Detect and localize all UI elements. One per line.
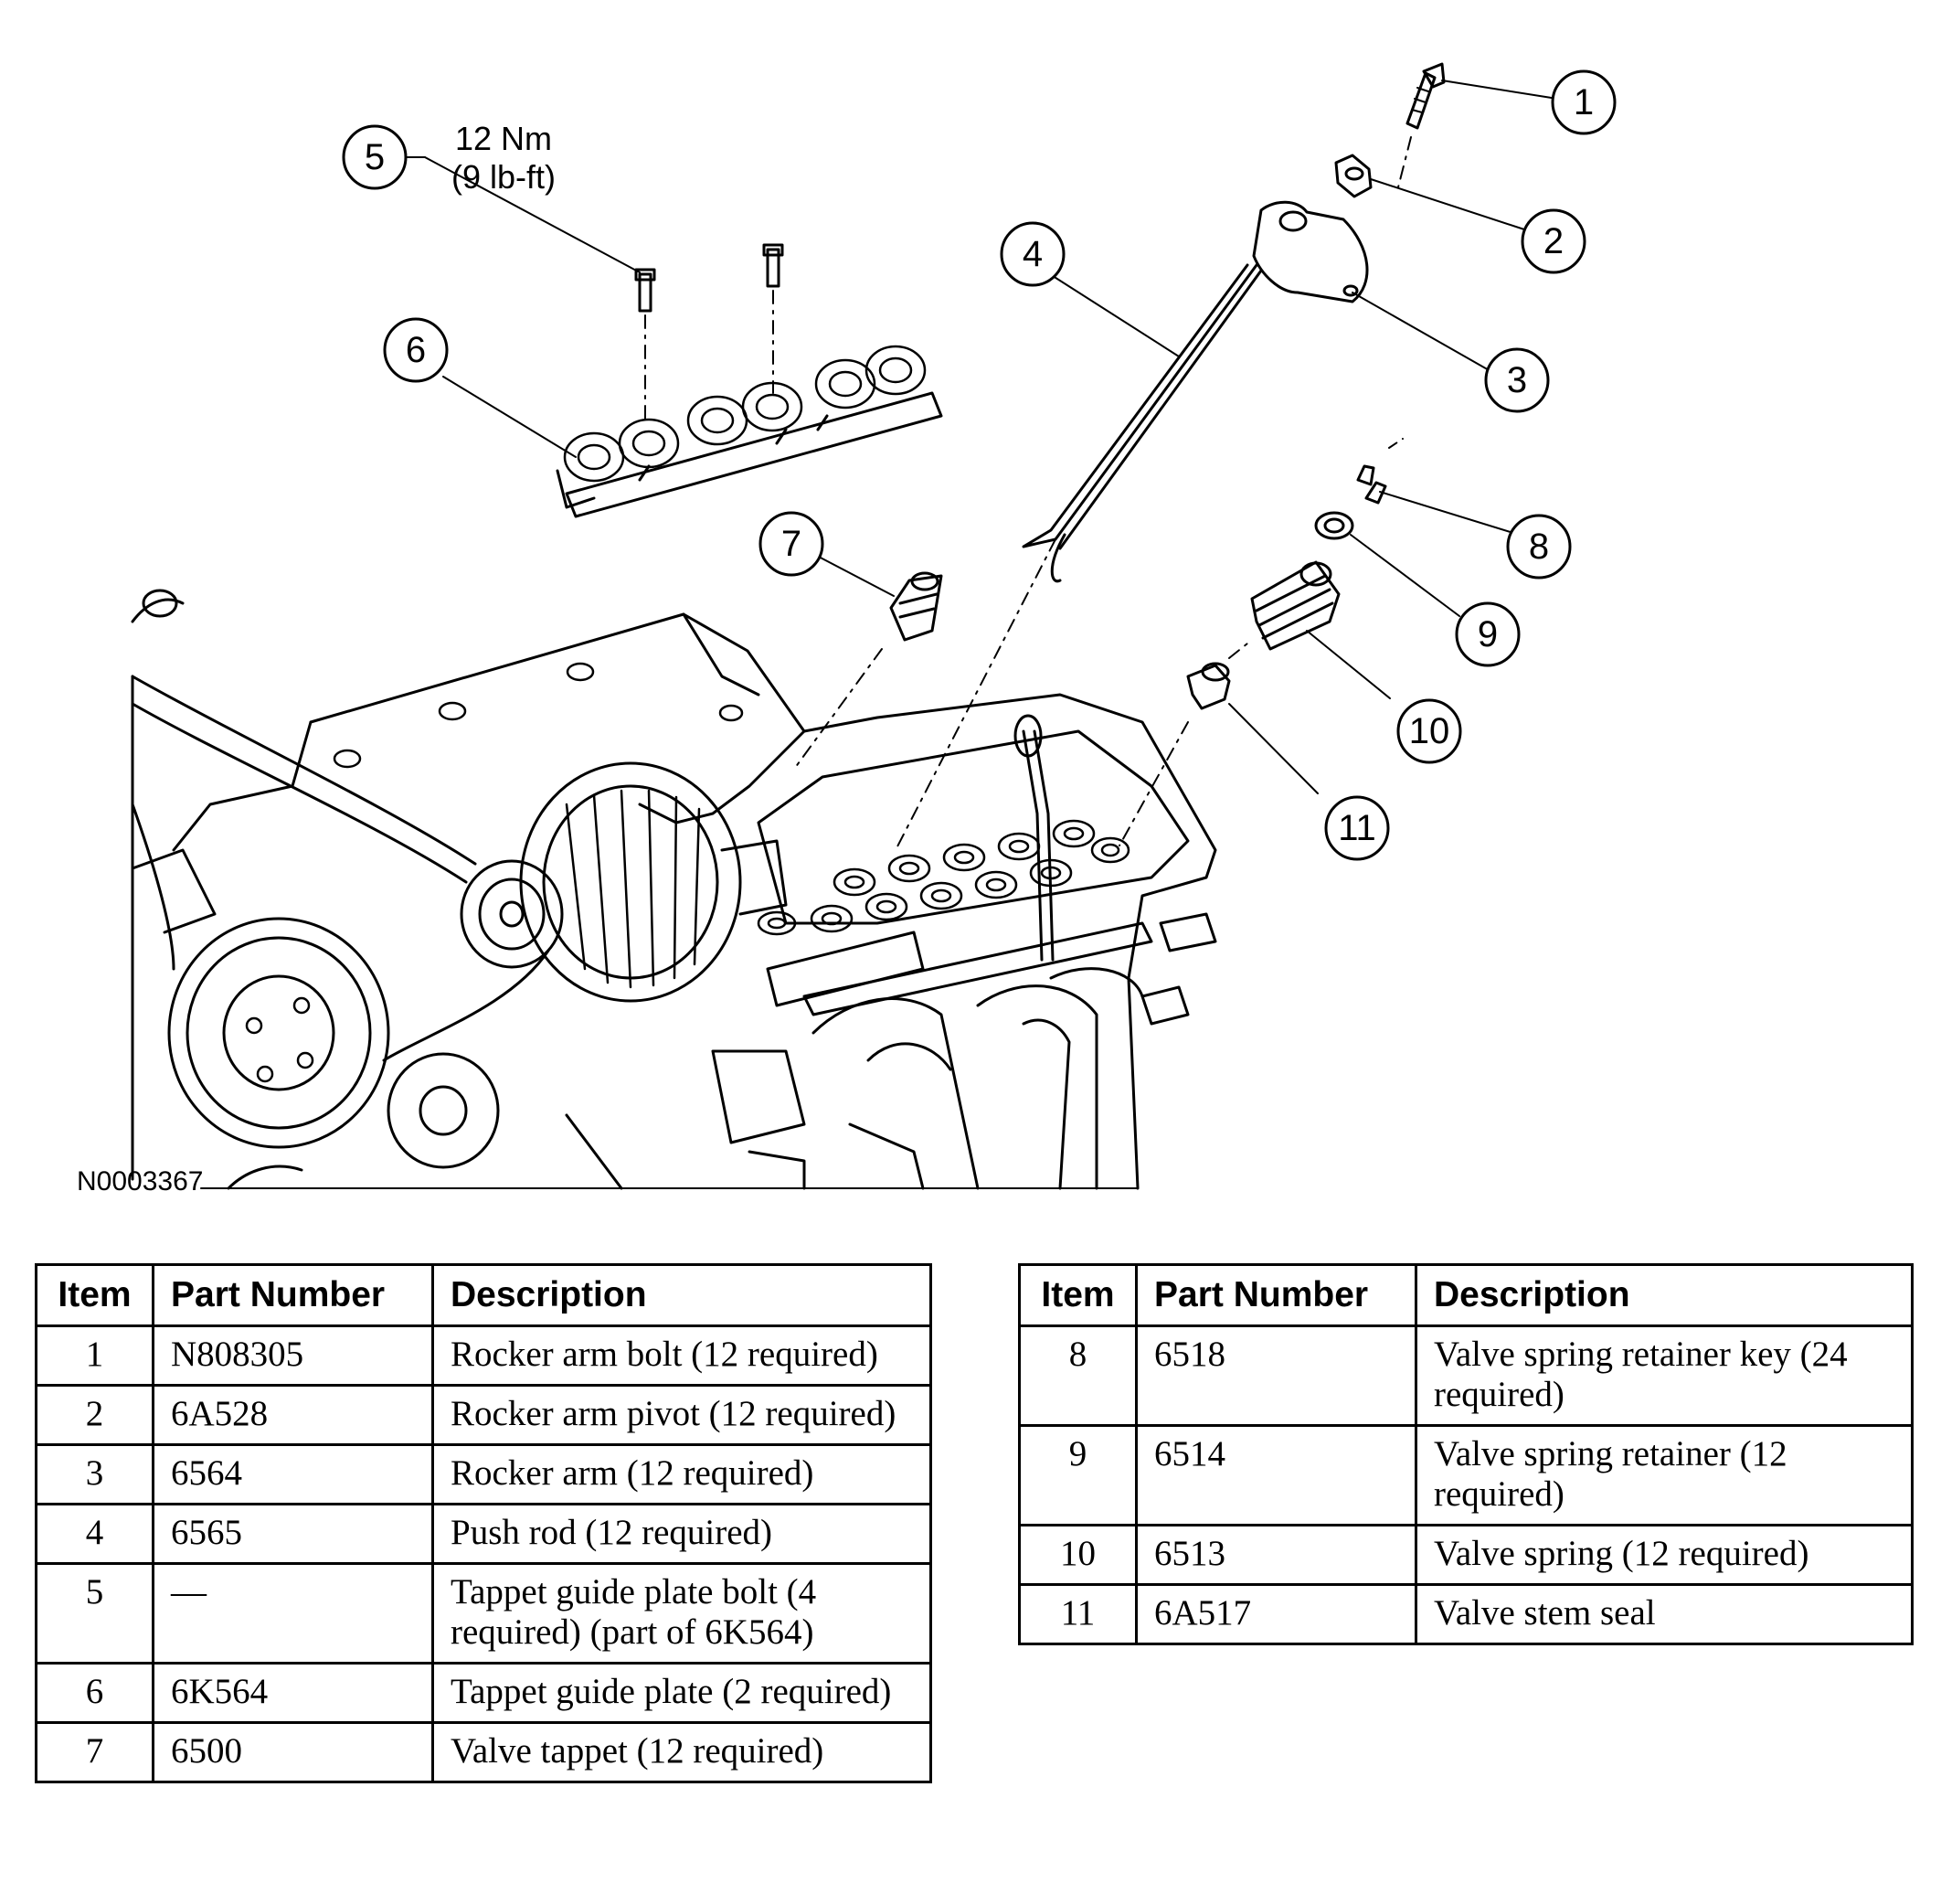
header-item: Item [1018, 1263, 1138, 1327]
valve-tappet [794, 571, 943, 769]
callout-5: 5 [365, 137, 385, 177]
description-cell: Valve stem seal [1415, 1583, 1914, 1645]
valve-retainer-key [1356, 438, 1404, 505]
description-cell: Rocker arm (12 required) [431, 1443, 932, 1505]
item-cell: 7 [35, 1721, 154, 1783]
description-cell: Valve spring (12 required) [1415, 1524, 1914, 1586]
callout-3-circle [1484, 347, 1550, 413]
item-cell: 1 [35, 1324, 154, 1387]
callout-11: 11 [1338, 808, 1376, 848]
part-number-cell: 6A517 [1135, 1583, 1417, 1645]
callout-6-circle [383, 317, 449, 383]
part-number-cell: N808305 [152, 1324, 434, 1387]
header-description: Description [1415, 1263, 1914, 1327]
valve-stem-seal [1119, 639, 1253, 846]
description-cell: Valve spring retainer key (24 required) [1415, 1324, 1914, 1427]
torque-lbft: (9 lb-ft) [451, 158, 556, 196]
table-row: 1 N808305 Rocker arm bolt (12 required) [35, 1324, 932, 1387]
callout-8: 8 [1529, 527, 1549, 567]
header-part-number: Part Number [1135, 1263, 1417, 1327]
part-number-cell: 6513 [1135, 1524, 1417, 1586]
tappet-guide-plate [556, 345, 943, 518]
description-cell: Push rod (12 required) [431, 1503, 932, 1565]
callout-4: 4 [1023, 234, 1043, 274]
figure-code: N0003367 [77, 1166, 203, 1197]
item-cell: 10 [1018, 1524, 1138, 1586]
part-number-cell: 6564 [152, 1443, 434, 1505]
part-number-cell: 6500 [152, 1721, 434, 1783]
torque-nm: 12 Nm [455, 120, 552, 157]
description-cell: Valve tappet (12 required) [431, 1721, 932, 1783]
header-item: Item [35, 1263, 154, 1327]
table-header-row: Item Part Number Description [1018, 1263, 1914, 1327]
callout-5-circle [342, 124, 408, 190]
description-cell: Rocker arm bolt (12 required) [431, 1324, 932, 1387]
parts-table-right: Item Part Number Description 8 6518 Valv… [1018, 1263, 1914, 1645]
engine-assembly [131, 589, 1217, 1190]
table-row: 7 6500 Valve tappet (12 required) [35, 1721, 932, 1783]
item-cell: 2 [35, 1384, 154, 1446]
callout-10: 10 [1409, 711, 1450, 751]
table-row: 10 6513 Valve spring (12 required) [1018, 1524, 1914, 1586]
callout-2-circle [1521, 208, 1586, 274]
table-row: 6 6K564 Tappet guide plate (2 required) [35, 1662, 932, 1724]
item-cell: 9 [1018, 1424, 1138, 1526]
header-part-number: Part Number [152, 1263, 434, 1327]
item-cell: 4 [35, 1503, 154, 1565]
table-header-row: Item Part Number Description [35, 1263, 932, 1327]
callout-9-circle [1455, 601, 1521, 667]
callout-9: 9 [1478, 614, 1498, 654]
valve-spring-retainer [1314, 511, 1354, 540]
item-cell: 5 [35, 1562, 154, 1665]
rocker-arm-bolt [1397, 62, 1446, 188]
callout-1-circle [1551, 69, 1617, 135]
description-cell: Valve spring retainer (12 required) [1415, 1424, 1914, 1526]
table-row: 4 6565 Push rod (12 required) [35, 1503, 932, 1565]
callout-2: 2 [1543, 221, 1564, 261]
callout-11-circle [1324, 795, 1390, 861]
callout-1: 1 [1574, 82, 1594, 122]
callout-6: 6 [406, 330, 426, 370]
header-description: Description [431, 1263, 932, 1327]
valve-spring [1250, 560, 1341, 651]
callout-7-circle [758, 511, 824, 577]
description-cell: Tappet guide plate (2 required) [431, 1662, 932, 1724]
tappet-guide-plate-bolts [634, 243, 784, 421]
part-number-cell: 6518 [1135, 1324, 1417, 1427]
part-number-cell: 6514 [1135, 1424, 1417, 1526]
description-cell: Rocker arm pivot (12 required) [431, 1384, 932, 1446]
callout-7: 7 [781, 524, 801, 564]
rocker-arm-pivot [1334, 154, 1373, 198]
table-row: 9 6514 Valve spring retainer (12 require… [1018, 1424, 1914, 1526]
item-cell: 3 [35, 1443, 154, 1505]
table-row: 5 — Tappet guide plate bolt (4 required)… [35, 1562, 932, 1665]
callout-8-circle [1506, 514, 1572, 580]
part-number-cell: — [152, 1562, 434, 1665]
description-cell: Tappet guide plate bolt (4 required) (pa… [431, 1562, 932, 1665]
exploded-view-diagram: 1 2 3 4 5 6 7 8 9 10 11 12 Nm (9 lb-ft) … [77, 62, 1617, 1197]
callout-3: 3 [1507, 360, 1527, 400]
item-cell: 8 [1018, 1324, 1138, 1427]
parts-table-left: Item Part Number Description 1 N808305 R… [35, 1263, 932, 1783]
callout-10-circle [1396, 698, 1462, 764]
part-number-cell: 6A528 [152, 1384, 434, 1446]
table-row: 11 6A517 Valve stem seal [1018, 1583, 1914, 1645]
item-cell: 6 [35, 1662, 154, 1724]
table-row: 2 6A528 Rocker arm pivot (12 required) [35, 1384, 932, 1446]
table-row: 8 6518 Valve spring retainer key (24 req… [1018, 1324, 1914, 1427]
push-rod [895, 263, 1263, 851]
rocker-arm [1252, 200, 1369, 303]
callout-4-circle [1000, 221, 1066, 287]
item-cell: 11 [1018, 1583, 1138, 1645]
part-number-cell: 6565 [152, 1503, 434, 1565]
part-number-cell: 6K564 [152, 1662, 434, 1724]
table-row: 3 6564 Rocker arm (12 required) [35, 1443, 932, 1505]
